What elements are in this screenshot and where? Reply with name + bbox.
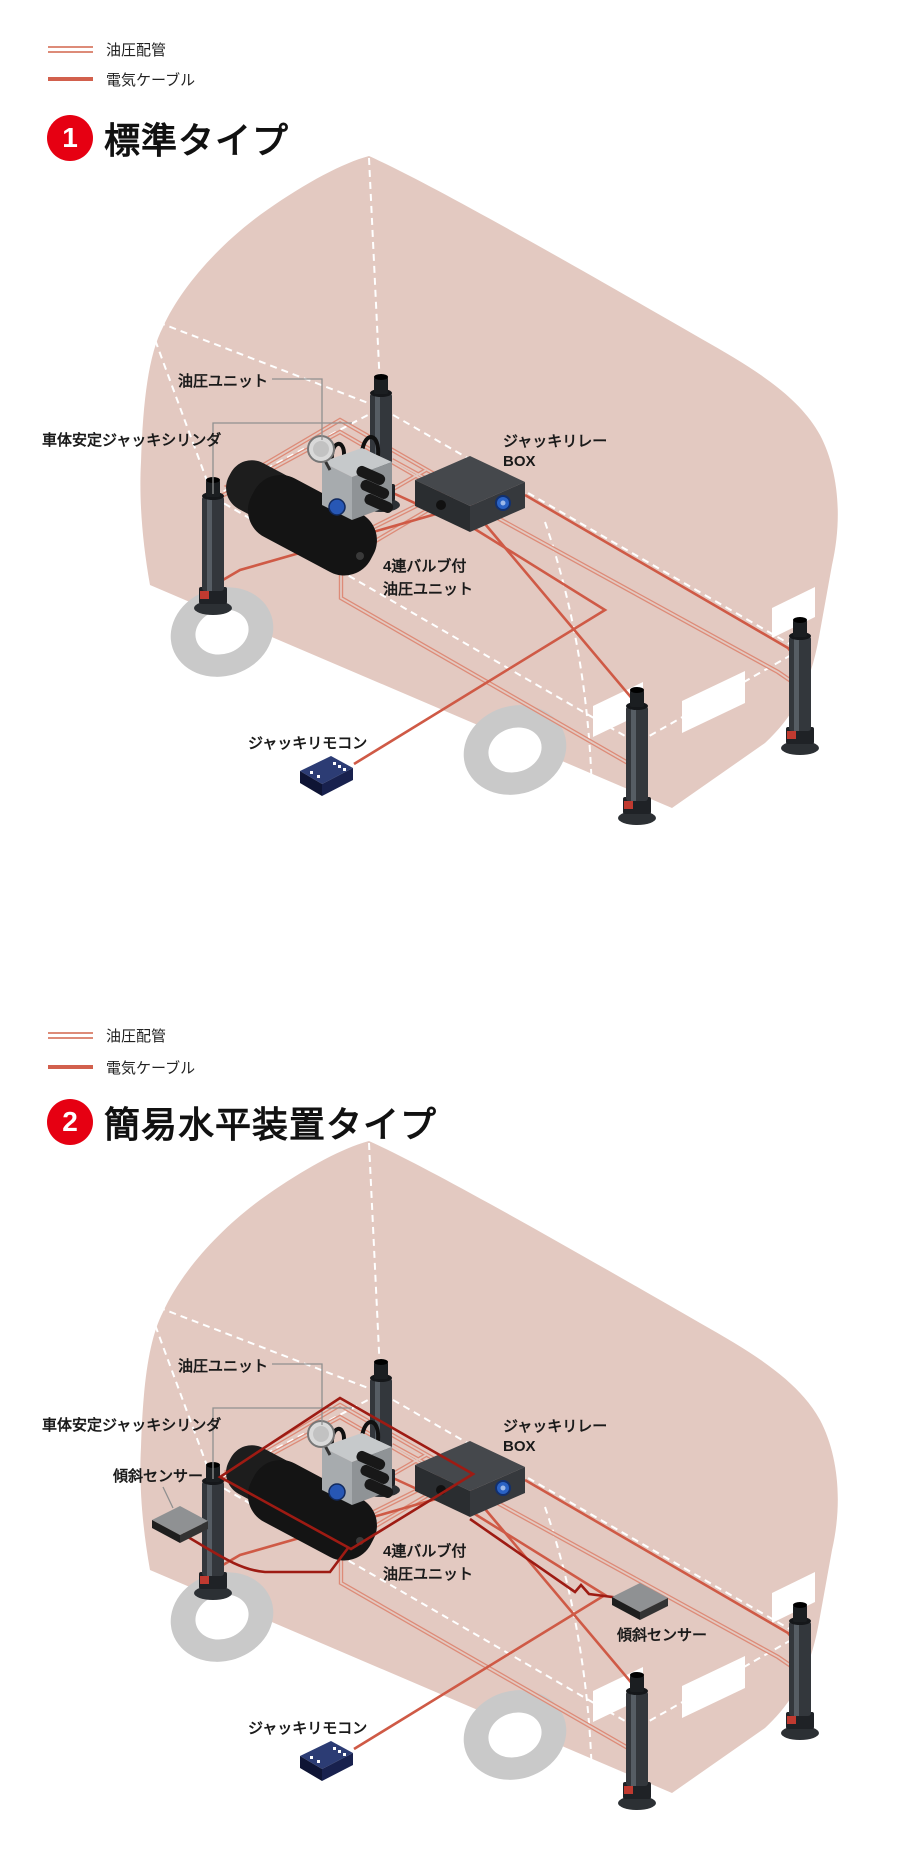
- electric-line-swatch: [48, 77, 93, 81]
- legend-hydraulic-label: 油圧配管: [106, 41, 167, 59]
- legend-hydraulic-1: 油圧配管: [48, 38, 166, 60]
- legend-electric-1: 電気ケーブル: [48, 68, 195, 90]
- legend-electric-label: 電気ケーブル: [106, 1059, 196, 1077]
- legend-electric-label: 電気ケーブル: [106, 71, 196, 89]
- hydraulic-line-swatch: [48, 45, 93, 53]
- tilt-sensor-cables: [182, 1396, 621, 1600]
- legend-hydraulic-label: 油圧配管: [106, 1027, 167, 1045]
- section-1-title-text: 標準タイプ: [104, 120, 290, 161]
- section-2-title-text: 簡易水平装置タイプ: [104, 1104, 438, 1145]
- section-2-number-badge: 2: [47, 1099, 93, 1145]
- leveling-extras: 傾斜センサー 傾斜センサー: [112, 1396, 707, 1644]
- section-1-title: 1 標準タイプ: [47, 112, 289, 164]
- legend-hydraulic-2: 油圧配管: [48, 1024, 166, 1046]
- section-2-title: 2 簡易水平装置タイプ: [47, 1096, 437, 1148]
- diagram-standard-type: [42, 156, 838, 825]
- sensor-label-connector: [162, 1486, 174, 1509]
- legend-electric-2: 電気ケーブル: [48, 1056, 195, 1078]
- label-tilt-sensor-left: 傾斜センサー: [112, 1467, 203, 1485]
- electric-line-swatch: [48, 1065, 93, 1069]
- hydraulic-line-swatch: [48, 1031, 93, 1039]
- label-tilt-sensor-right: 傾斜センサー: [616, 1626, 707, 1644]
- section-1-number-badge: 1: [47, 115, 93, 161]
